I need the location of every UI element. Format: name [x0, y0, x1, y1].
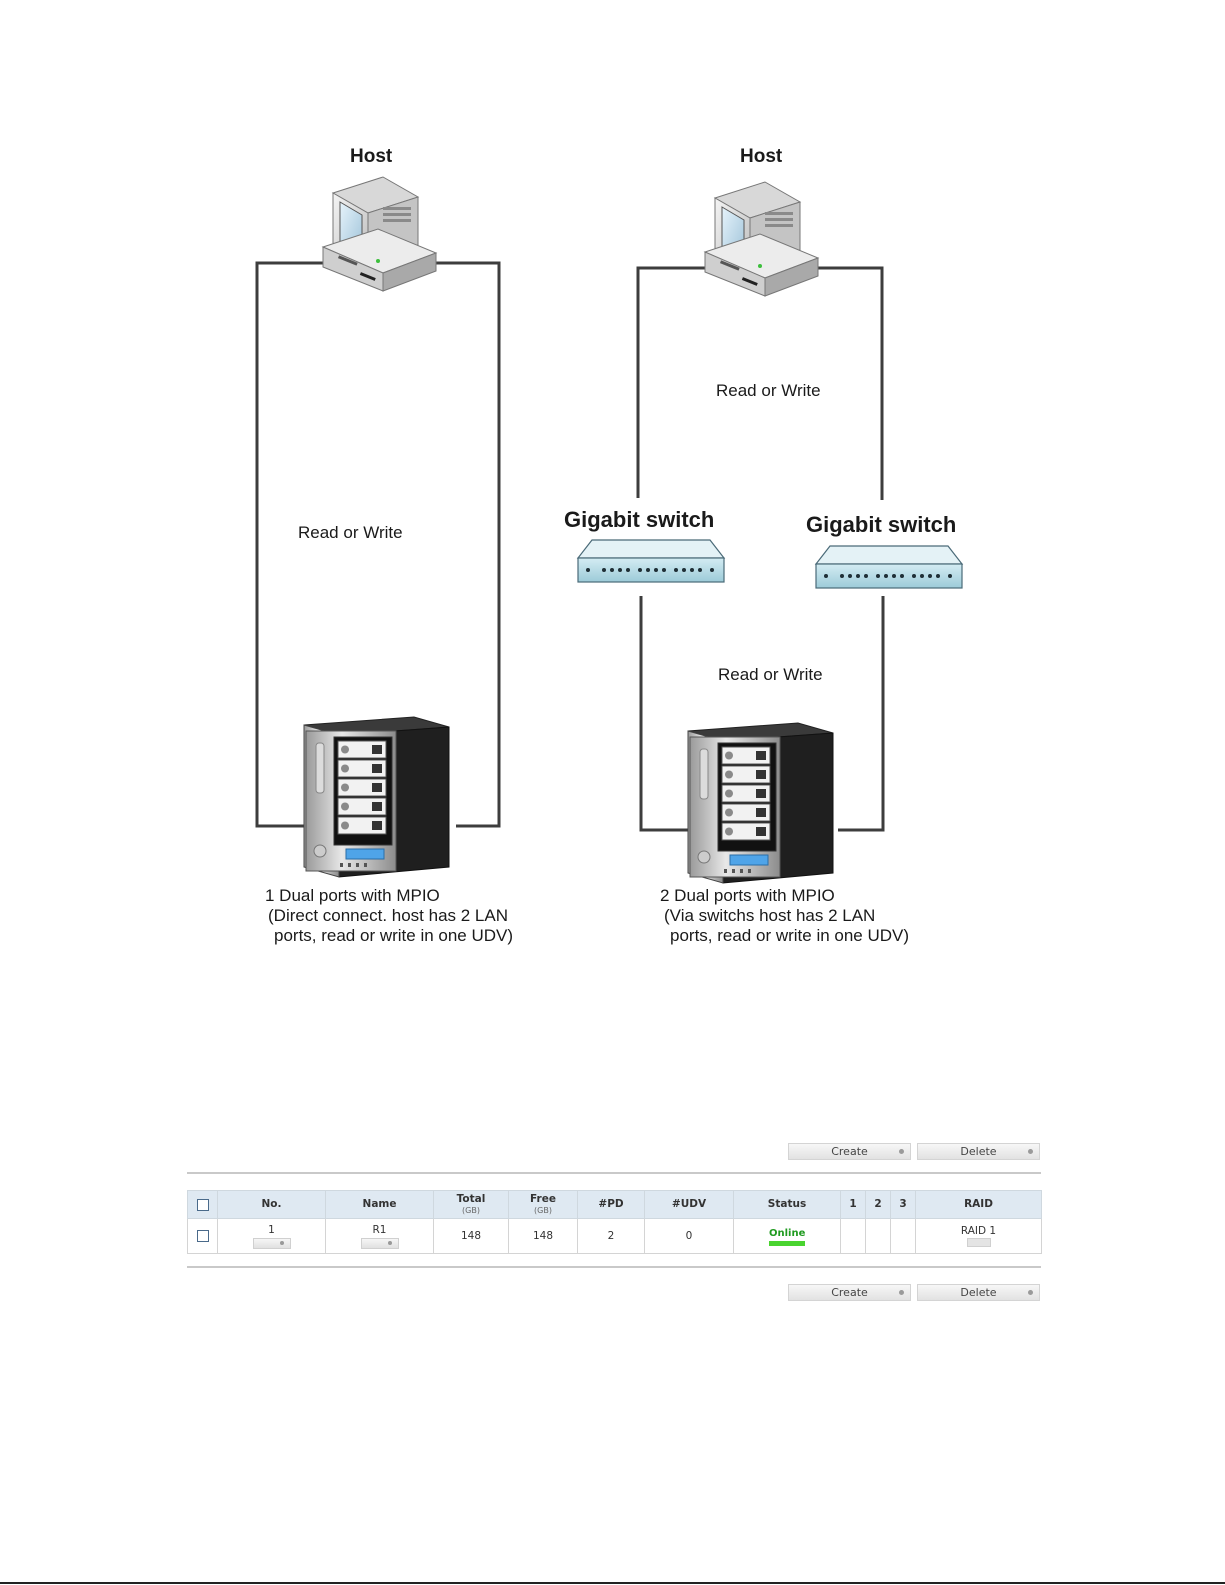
left-path-2	[430, 261, 501, 828]
header-raid[interactable]: RAID	[915, 1190, 1042, 1219]
create-button[interactable]: Create	[788, 1143, 911, 1160]
create-button-bottom-label: Create	[831, 1286, 868, 1299]
table-header-row: No. Name Total(GB) Free(GB) #PD #UDV Sta…	[187, 1190, 1042, 1219]
status-badge: Online	[769, 1228, 805, 1246]
row-name: R1	[372, 1223, 387, 1236]
right-path-top-1	[636, 266, 712, 498]
bottom-toolbar: Create Delete	[788, 1284, 1041, 1301]
right-host-label: Host	[740, 146, 783, 167]
row-no-menu-dot-icon	[279, 1240, 284, 1245]
create-button-dot-icon	[899, 1149, 904, 1154]
row-name-menu-dot-icon	[387, 1240, 392, 1245]
row-pd: 2	[577, 1218, 645, 1254]
bottom-divider	[187, 1266, 1041, 1268]
row-status-cell: Online	[733, 1218, 841, 1254]
left-host-computer-icon	[322, 176, 437, 292]
row-col-2	[865, 1218, 891, 1254]
row-col-3	[890, 1218, 916, 1254]
gigabit-switch-left-icon	[577, 539, 725, 583]
select-all-header	[187, 1190, 218, 1219]
row-no-menu-button[interactable]	[252, 1237, 291, 1249]
row-no: 1	[268, 1223, 275, 1236]
delete-button-bottom-label: Delete	[960, 1286, 997, 1299]
right-rw-bottom-label: Read or Write	[718, 665, 823, 684]
create-button-bottom[interactable]: Create	[788, 1284, 911, 1301]
right-scenario: Host Read or Write Gigabit switch Gigabi…	[564, 146, 963, 945]
raid-menu-button[interactable]	[966, 1238, 991, 1247]
header-no[interactable]: No.	[217, 1190, 326, 1219]
left-path-1	[255, 261, 330, 828]
row-no-cell: 1	[217, 1218, 326, 1254]
header-total[interactable]: Total(GB)	[433, 1190, 509, 1219]
right-nas-storage-icon	[687, 722, 834, 884]
create-button-label: Create	[831, 1145, 868, 1158]
header-free-unit: (GB)	[534, 1205, 552, 1215]
row-udv: 0	[644, 1218, 734, 1254]
top-toolbar: Create Delete	[788, 1143, 1041, 1160]
header-col-3: 3	[890, 1190, 916, 1219]
right-caption: 2 Dual ports with MPIO (Via switchs host…	[660, 886, 909, 945]
right-caption-line-2: (Via switchs host has 2 LAN	[664, 906, 875, 925]
left-caption-line-2: (Direct connect. host has 2 LAN	[268, 906, 508, 925]
row-name-cell: R1	[325, 1218, 434, 1254]
right-caption-line-3: ports, read or write in one UDV)	[670, 926, 909, 945]
delete-button-bottom-dot-icon	[1028, 1290, 1033, 1295]
row-raid: RAID 1	[960, 1225, 997, 1237]
header-free-label: Free	[530, 1192, 556, 1205]
select-all-checkbox[interactable]	[196, 1198, 209, 1211]
row-name-menu-button[interactable]	[360, 1237, 399, 1249]
table-row: 1 R1 148 148 2 0 Online RAID 1	[187, 1218, 1042, 1254]
left-rw-label: Read or Write	[298, 523, 403, 542]
right-caption-line-1: 2 Dual ports with MPIO	[660, 886, 835, 905]
page-bottom-rule	[0, 1582, 1225, 1584]
row-total: 148	[433, 1218, 509, 1254]
header-col-2: 2	[865, 1190, 891, 1219]
switch-right-label: Gigabit switch	[806, 512, 956, 537]
header-udv[interactable]: #UDV	[644, 1190, 734, 1219]
left-host-label: Host	[350, 146, 393, 167]
row-select-cell	[187, 1218, 218, 1254]
raid-group-table: No. Name Total(GB) Free(GB) #PD #UDV Sta…	[187, 1190, 1042, 1254]
mpio-diagram: Host Read or Write 1 Dual ports with MPI…	[255, 146, 963, 945]
header-name[interactable]: Name	[325, 1190, 434, 1219]
header-total-unit: (GB)	[462, 1205, 480, 1215]
right-path-bottom-2	[838, 596, 885, 832]
right-path-top-2	[808, 266, 884, 500]
row-raid-cell: RAID 1	[915, 1218, 1042, 1254]
left-nas-storage-icon	[303, 716, 450, 878]
delete-button-bottom[interactable]: Delete	[917, 1284, 1040, 1301]
row-free: 148	[508, 1218, 578, 1254]
header-total-label: Total	[456, 1192, 486, 1205]
create-button-bottom-dot-icon	[899, 1290, 904, 1295]
delete-button-label: Delete	[960, 1145, 997, 1158]
row-checkbox[interactable]	[196, 1230, 209, 1242]
header-free[interactable]: Free(GB)	[508, 1190, 578, 1219]
switch-left-label: Gigabit switch	[564, 507, 714, 532]
header-status[interactable]: Status	[733, 1190, 841, 1219]
row-col-1	[840, 1218, 866, 1254]
header-pd[interactable]: #PD	[577, 1190, 645, 1219]
delete-button-dot-icon	[1028, 1149, 1033, 1154]
top-divider	[187, 1172, 1041, 1174]
left-caption-line-3: ports, read or write in one UDV)	[274, 926, 513, 945]
header-col-1: 1	[840, 1190, 866, 1219]
left-caption-line-1: 1 Dual ports with MPIO	[265, 886, 440, 905]
left-scenario: Host Read or Write 1 Dual ports with MPI…	[255, 146, 513, 945]
right-path-bottom-1	[639, 596, 690, 832]
right-host-computer-icon	[704, 181, 819, 297]
left-caption: 1 Dual ports with MPIO (Direct connect. …	[265, 886, 513, 945]
right-rw-top-label: Read or Write	[716, 381, 821, 400]
delete-button[interactable]: Delete	[917, 1143, 1040, 1160]
gigabit-switch-right-icon	[815, 545, 963, 589]
